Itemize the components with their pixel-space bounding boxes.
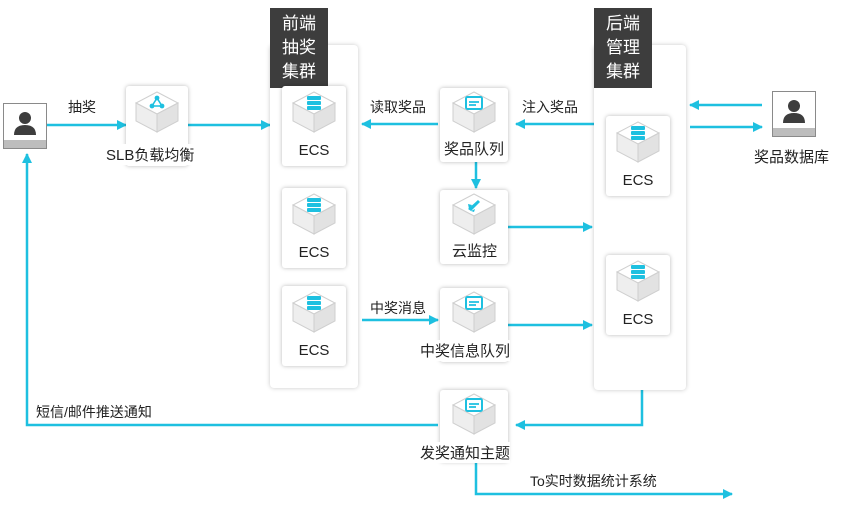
back-ecs-1-label: ECS [622,172,654,189]
front-ecs-3: ECS [282,286,346,366]
rocket-icon [451,193,497,235]
front-ecs-2-label: ECS [298,244,330,261]
queue-icon [451,393,497,435]
prize-queue-label: 奖品队列 [444,141,505,158]
cloud-monitor-node [440,190,508,264]
prize-db-user [772,91,816,137]
edge-label-sms-push: 短信/邮件推送通知 [36,404,152,420]
person-icon [773,100,815,136]
front-title-line-1: 前端 [282,14,316,33]
cloud-monitor-label: 云监控 [452,243,498,260]
notify-topic-label: 发奖通知主题 [420,442,511,463]
front-ecs-2: ECS [282,188,346,268]
arrow-back-to-topic [515,390,644,430]
edge-label-to-realtime: To实时数据统计系统 [530,473,657,489]
server-stack-icon [291,193,337,235]
front-ecs-3-label: ECS [298,342,330,359]
back-title-line-2: 管理 [606,38,640,57]
server-stack-icon [615,121,661,163]
front-title-line-3: 集群 [282,62,316,81]
front-title-line-2: 抽奖 [282,38,316,57]
back-cluster-title: 后端 管理 集群 [594,8,652,88]
server-stack-icon [291,91,337,133]
edge-label-win-message: 中奖消息 [370,300,426,316]
person-icon [4,112,46,148]
server-stack-icon [615,260,661,302]
front-ecs-1: ECS [282,86,346,166]
win-queue-label: 中奖信息队列 [420,340,511,361]
slb-label: SLB负载均衡 [106,144,195,165]
queue-icon [451,291,497,333]
back-cluster-panel [594,45,686,390]
back-title-line-1: 后端 [606,14,640,33]
front-ecs-1-label: ECS [298,142,330,159]
front-cluster-title: 前端 抽奖 集群 [270,8,328,88]
prize-db-label: 奖品数据库 [754,149,830,166]
back-title-line-3: 集群 [606,62,640,81]
server-stack-icon [291,291,337,333]
edge-label-read-prize: 读取奖品 [370,99,426,115]
prize-queue-node [440,88,508,162]
back-ecs-1: ECS [606,116,670,196]
queue-icon [451,91,497,133]
end-user [3,103,47,149]
edge-label-draw: 抽奖 [68,99,96,115]
back-ecs-2-label: ECS [622,311,654,328]
arrow-topic-to-user [22,153,438,427]
share-nodes-icon [134,91,180,133]
arrow-topic-to-realtime [474,462,733,499]
edge-label-inject-prize: 注入奖品 [522,99,578,115]
back-ecs-2: ECS [606,255,670,335]
